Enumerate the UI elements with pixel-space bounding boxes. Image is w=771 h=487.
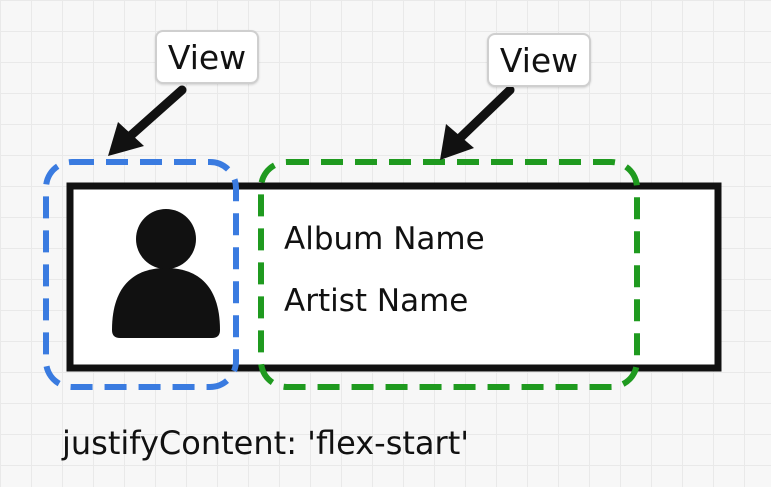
right-view-outline [258, 159, 640, 390]
justify-content-caption: justifyContent: 'flex-start' [62, 424, 470, 462]
left-view-outline [43, 159, 239, 390]
artist-name-text: Artist Name [284, 283, 469, 319]
view-label-left: View [155, 30, 259, 84]
person-silhouette-icon [112, 209, 220, 338]
album-name-text: Album Name [284, 221, 485, 257]
left-arrow [108, 85, 187, 156]
view-label-left-text: View [167, 37, 247, 77]
view-label-right-text: View [499, 40, 579, 80]
view-label-right: View [487, 33, 591, 87]
right-arrow [440, 85, 515, 160]
